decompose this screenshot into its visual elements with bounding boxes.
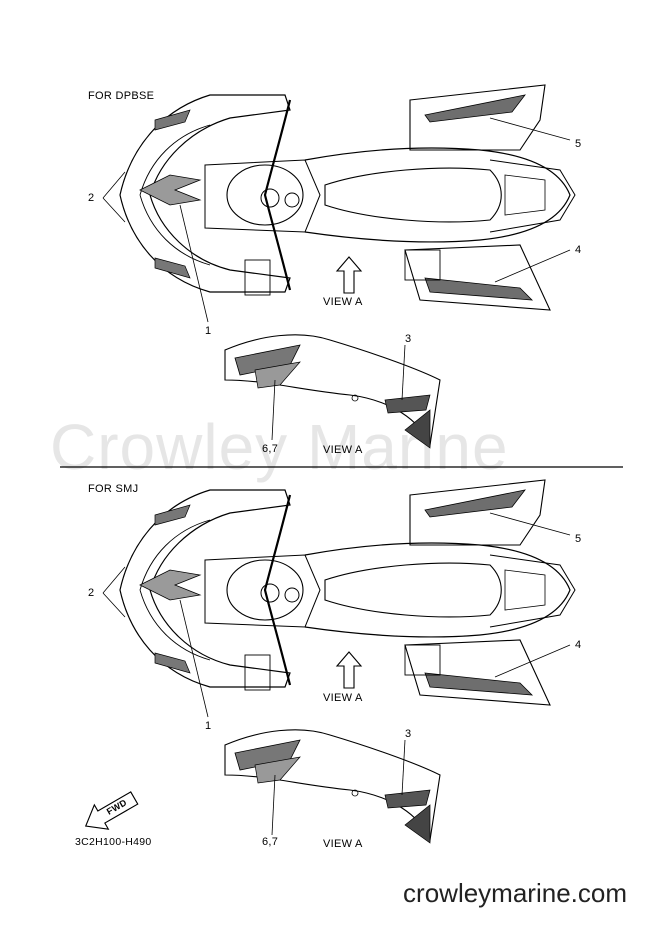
callout-6-7: 6,7 <box>262 443 279 455</box>
callout-6-7: 6,7 <box>262 836 279 848</box>
jetski-top-view-dpbse <box>118 83 577 312</box>
callout-2: 2 <box>88 192 95 204</box>
callout-5: 5 <box>575 533 582 545</box>
watermark: Crowley Marine <box>50 411 509 483</box>
leader-lines-upper <box>102 117 571 441</box>
callout-3: 3 <box>405 333 412 345</box>
callout-1: 1 <box>205 720 212 732</box>
jetski-top-view-smj <box>118 478 577 707</box>
view-a-label: VIEW A <box>323 296 363 308</box>
callout-4: 4 <box>575 244 582 256</box>
diagram-code: 3C2H100-H490 <box>75 836 152 848</box>
jetski-view-a-smj <box>224 729 441 844</box>
view-a-label: VIEW A <box>323 692 363 704</box>
callout-2: 2 <box>88 587 95 599</box>
callout-3: 3 <box>405 728 412 740</box>
section-title: FOR SMJ <box>88 483 139 495</box>
callout-4: 4 <box>575 639 582 651</box>
jetski-view-a-dpbse <box>224 334 441 449</box>
view-a-label: VIEW A <box>323 444 363 456</box>
leader-lines-lower <box>102 512 571 836</box>
callout-1: 1 <box>205 325 212 337</box>
view-a-label: VIEW A <box>323 838 363 850</box>
fwd-arrow-icon <box>84 791 139 830</box>
section-title: FOR DPBSE <box>88 90 155 102</box>
callout-5: 5 <box>575 138 582 150</box>
view-a-arrow-smj <box>336 651 362 689</box>
view-a-arrow-dpbse <box>336 256 362 294</box>
footer-url[interactable]: crowleymarine.com <box>403 878 627 908</box>
